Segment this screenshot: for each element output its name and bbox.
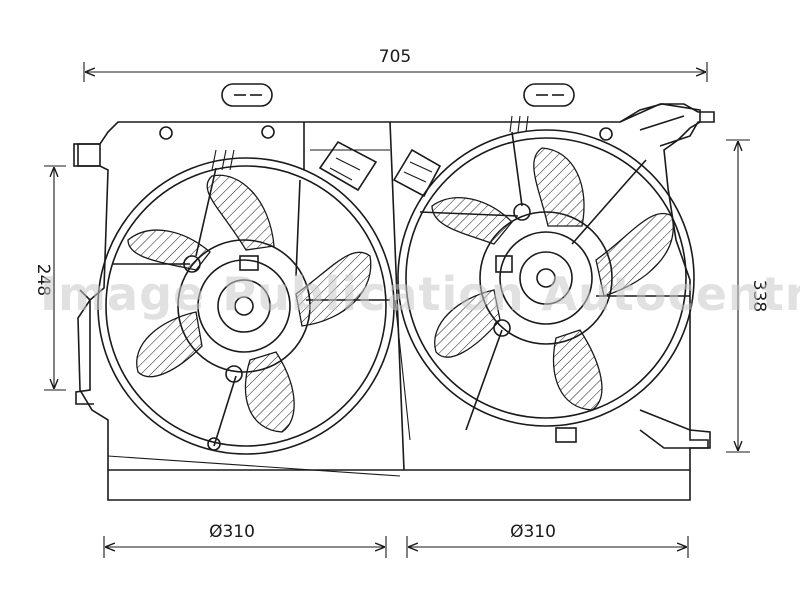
right-height-dimension: 338 <box>726 139 769 453</box>
left-fan-blade <box>206 174 275 251</box>
left-fan-diameter-dimension: Ø310 <box>103 522 387 558</box>
right-fan-diameter-dimension: Ø310 <box>406 522 689 558</box>
connector-right <box>523 83 575 107</box>
right-fan-diameter-label: Ø310 <box>510 522 556 542</box>
left-height-label: 248 <box>33 264 53 296</box>
right-height-label: 338 <box>749 280 769 312</box>
overall-width-dimension: 705 <box>83 47 708 82</box>
left-fan-blade <box>127 229 211 271</box>
right-fan <box>397 115 695 443</box>
right-fan-blade <box>434 289 501 358</box>
overall-width-label: 705 <box>379 47 411 67</box>
left-fan-blade <box>136 311 203 378</box>
right-fan-blade <box>552 329 603 411</box>
right-fan-blade <box>431 197 513 245</box>
resistor-block-right <box>392 148 442 198</box>
shroud-frame <box>73 103 715 501</box>
resistor-block-left <box>318 140 378 192</box>
left-fan-diameter-label: Ø310 <box>209 522 255 542</box>
left-fan <box>97 149 395 455</box>
left-fan-blade <box>244 351 295 433</box>
right-fan-blade <box>533 147 585 227</box>
watermark-text: Image Publication Autocentroev. <box>40 267 800 321</box>
left-fan-blade <box>295 251 372 327</box>
left-height-dimension: 248 <box>33 165 66 391</box>
right-fan-blade <box>595 212 674 297</box>
connector-left <box>221 83 273 107</box>
